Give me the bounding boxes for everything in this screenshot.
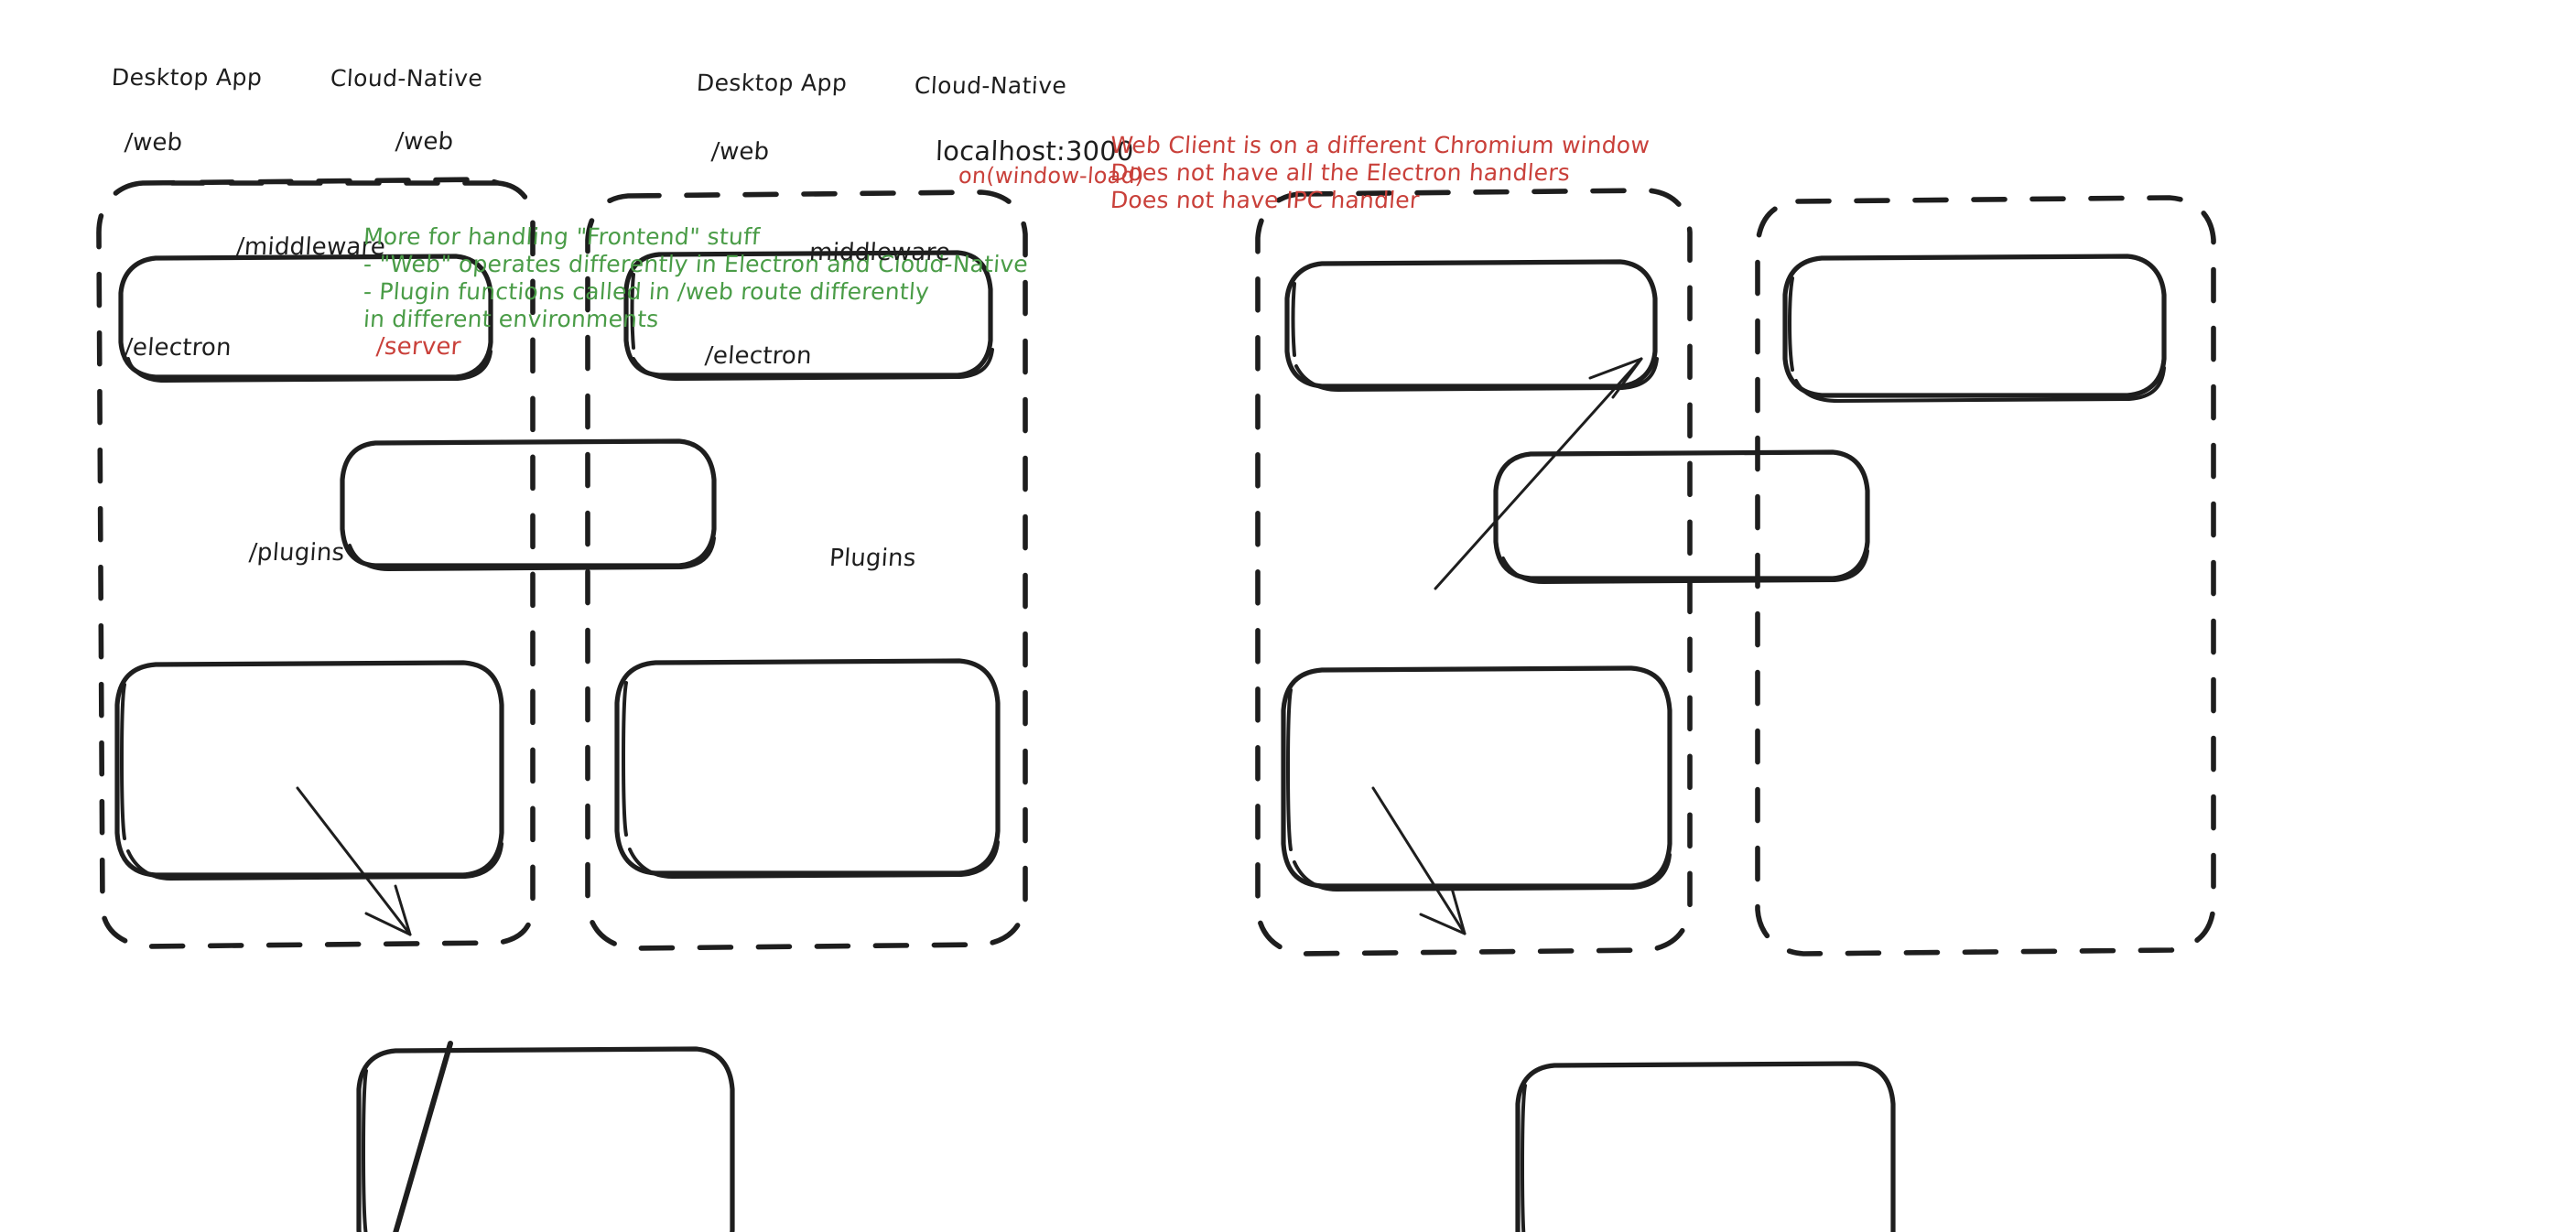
box-outline-left-middleware: [340, 438, 717, 571]
box-label-right-localhost[interactable]: localhost:3000: [935, 135, 1135, 167]
box-outline-right-localhost: [1782, 254, 2167, 403]
group-outline-right-desktop-app: [1255, 188, 1693, 956]
box-label-right-middleware[interactable]: middleware: [807, 239, 952, 266]
annotation-right-red: Web Client is on a different Chromium wi…: [1109, 132, 1651, 214]
box-outline-right-web: [1284, 259, 1659, 392]
box-outline-right-plugins: [1515, 1061, 1896, 1232]
group-label-right-cloud-native: Cloud-Native: [914, 72, 1067, 99]
box-outline-left-electron: [114, 660, 504, 881]
annotation-right-red-line-2: Does not have all the Electron handlers: [1109, 159, 1572, 186]
box-outline-left-plugins: [356, 1046, 735, 1232]
annotation-left-green-line-4: in different environments: [363, 306, 660, 332]
arrow-left-electron-plugins: [296, 786, 412, 936]
annotation-left-green-line-3: - Plugin functions called in /web route …: [363, 278, 931, 305]
box-label-left-electron[interactable]: /electron: [123, 334, 233, 362]
group-label-right-desktop-app: Desktop App: [696, 70, 849, 96]
arrow-right-electron-plugins: [1371, 786, 1467, 935]
box-label-right-electron[interactable]: /electron: [703, 342, 813, 370]
arrow-left-electron-to-plugins: [393, 1041, 453, 1232]
box-label-left-server[interactable]: /server: [374, 333, 462, 361]
box-label-right-web[interactable]: /web: [709, 138, 771, 166]
box-outline-right-middleware: [1493, 449, 1870, 584]
group-label-left-cloud-native: Cloud-Native: [330, 65, 483, 92]
arrow-right-electron-localhost: [1434, 357, 1643, 590]
box-label-right-plugins[interactable]: Plugins: [828, 545, 917, 572]
group-label-left-desktop-app: Desktop App: [111, 64, 264, 91]
annotation-right-red-line-3: Does not have IPC handler: [1109, 187, 1421, 213]
group-outline-right-cloud-native: [1755, 195, 2216, 956]
box-label-left-plugins[interactable]: /plugins: [247, 539, 346, 567]
box-outline-left-server: [614, 658, 1001, 879]
box-outline-right-electron: [1281, 665, 1672, 892]
box-label-left-web[interactable]: /web: [123, 129, 184, 157]
annotation-right-red-line-1: Web Client is on a different Chromium wi…: [1109, 132, 1651, 158]
box-label-left-web-cloud[interactable]: /web: [394, 128, 455, 156]
